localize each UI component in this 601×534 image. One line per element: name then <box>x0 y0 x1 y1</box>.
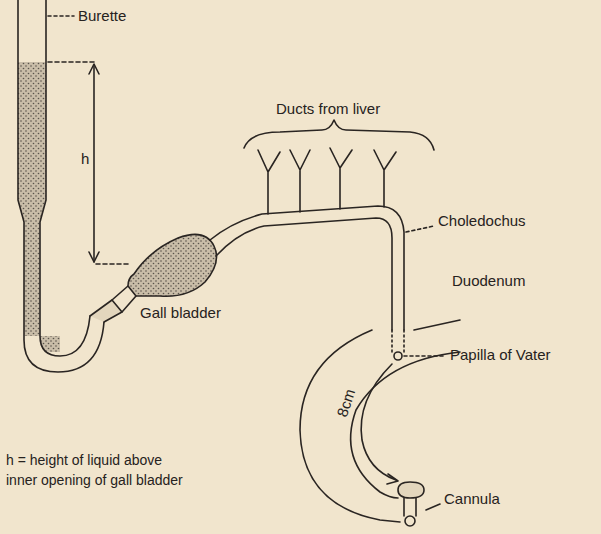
part-label: Duodenum <box>452 272 525 290</box>
dimension-label: h <box>79 150 91 168</box>
dimension-line <box>93 66 95 262</box>
distance-arrow <box>361 364 396 480</box>
duct-upper-wall <box>210 206 404 330</box>
part-label: Cannula <box>444 490 500 508</box>
part-label: Papilla of Vater <box>450 346 551 364</box>
duct-intramural <box>392 330 404 352</box>
part-label: Choledochus <box>438 212 526 230</box>
leader-line <box>48 15 74 17</box>
level-line <box>48 62 130 264</box>
duodenum-inner-wall <box>351 352 460 498</box>
duct-lower-wall <box>216 218 392 330</box>
burette-wall <box>40 0 90 356</box>
dimension-label: 8cm <box>333 385 360 421</box>
cannula-tip <box>405 516 415 526</box>
part-label: Gall bladder <box>140 304 221 322</box>
leader-line <box>404 355 446 357</box>
papilla <box>394 352 402 360</box>
rubber-connector <box>90 300 122 322</box>
bracket <box>244 120 434 150</box>
gall-bladder <box>128 234 217 296</box>
part-label: Ducts from liver <box>276 100 380 118</box>
leader-line <box>406 226 434 232</box>
duodenum-outer-wall <box>300 330 400 522</box>
arrowhead <box>387 474 398 484</box>
duodenum-outer-wall <box>414 320 460 330</box>
leader-line <box>426 504 440 510</box>
liver-duct <box>258 148 396 214</box>
part-label: Burette <box>78 7 126 25</box>
cannula <box>398 482 424 498</box>
note-text: h = height of liquid above inner opening… <box>6 450 184 490</box>
cannula <box>404 498 416 516</box>
